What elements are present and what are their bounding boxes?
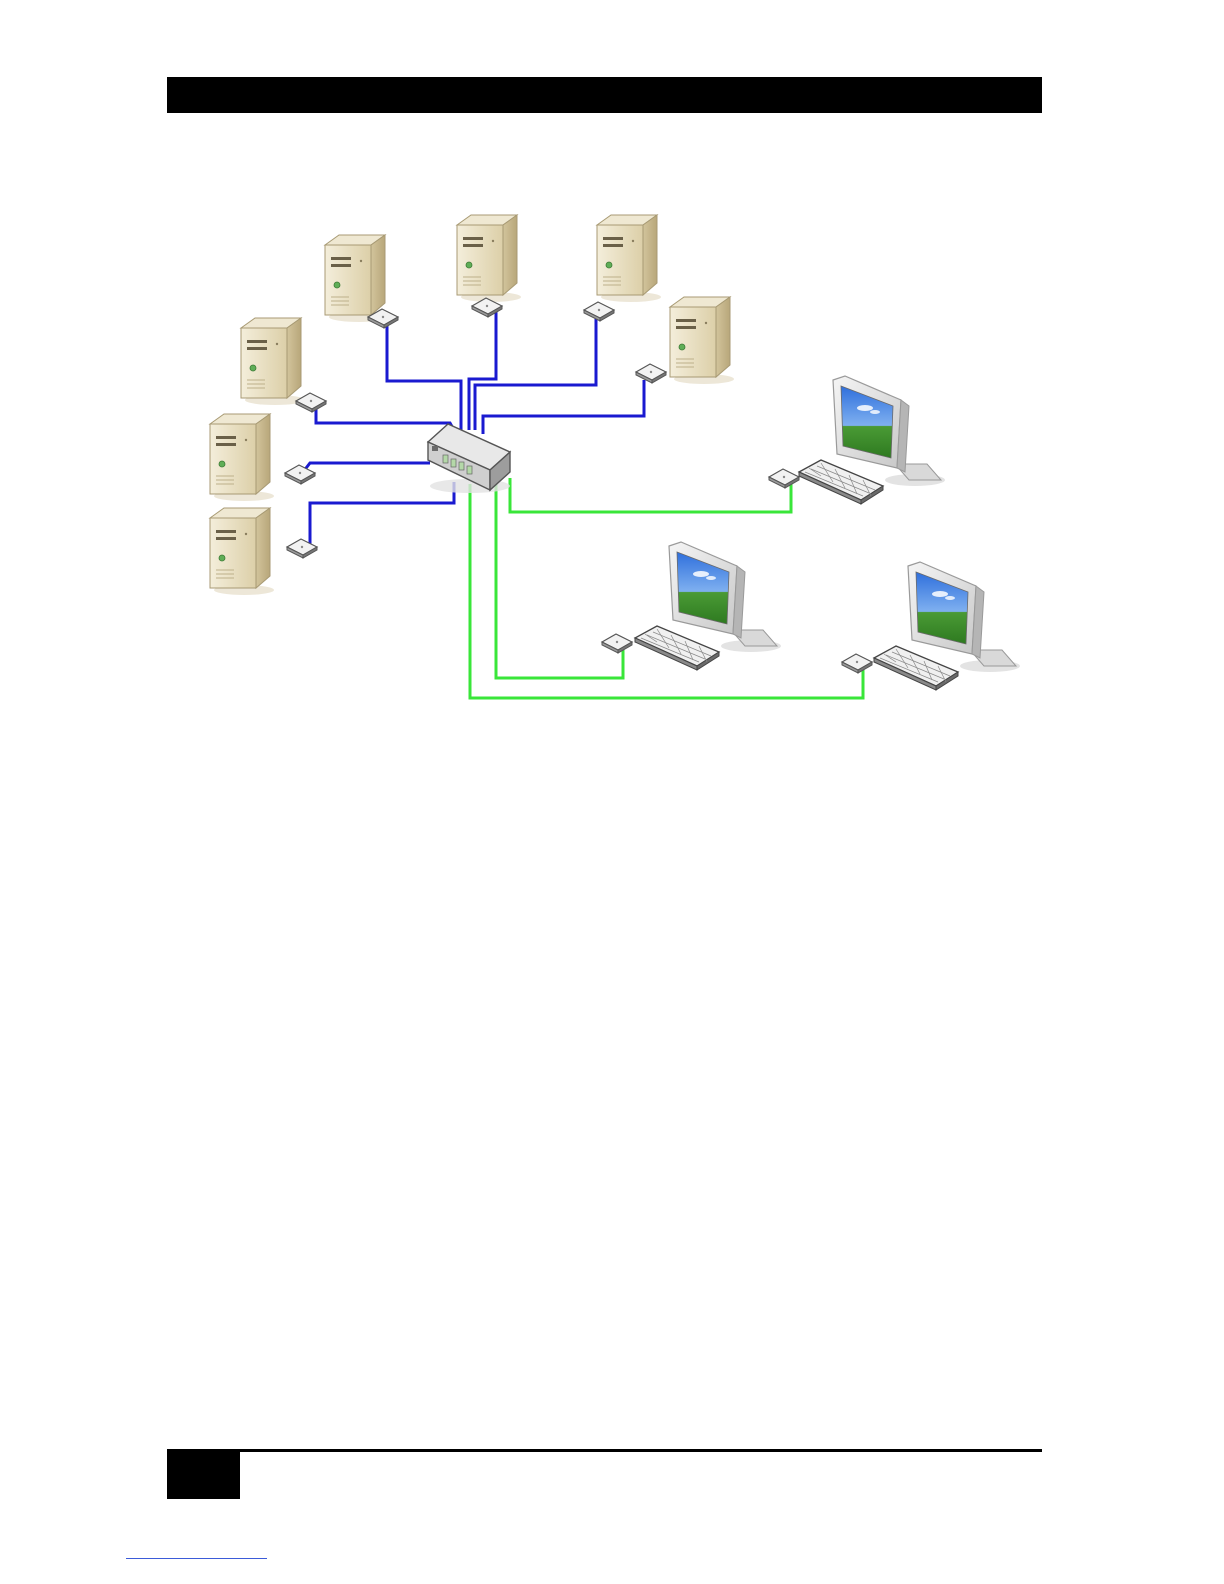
cable-server-5 bbox=[316, 406, 455, 432]
servers bbox=[210, 215, 734, 595]
tower-server-icon bbox=[210, 508, 274, 595]
monitor-icon bbox=[635, 542, 781, 670]
server-module-icon bbox=[285, 465, 315, 484]
tower-server-icon bbox=[210, 414, 274, 501]
tower-server-icon bbox=[457, 215, 521, 302]
cable-server-1 bbox=[387, 322, 461, 430]
console-module-icon bbox=[769, 469, 799, 488]
footer-page-box bbox=[167, 1452, 240, 1499]
server-module-icon bbox=[296, 393, 326, 412]
bottom-link-underline bbox=[126, 1558, 267, 1559]
cable-server-3 bbox=[475, 314, 596, 430]
cable-console-1 bbox=[510, 478, 791, 512]
console-module-icon bbox=[602, 634, 632, 653]
monitor-icon bbox=[874, 562, 1020, 690]
tower-server-icon bbox=[597, 215, 661, 302]
tower-server-icon bbox=[241, 318, 305, 405]
cable-server-6 bbox=[303, 463, 430, 472]
tower-server-icon bbox=[325, 235, 389, 322]
tower-server-icon bbox=[670, 297, 734, 384]
server-module-icon bbox=[584, 302, 614, 321]
cable-server-7 bbox=[310, 482, 454, 547]
server-module-icon bbox=[636, 364, 666, 383]
console-module-icon bbox=[842, 654, 872, 673]
console-cables bbox=[470, 478, 863, 698]
kvm-network-diagram bbox=[0, 0, 1224, 760]
cable-server-2 bbox=[469, 310, 496, 430]
cable-console-3 bbox=[470, 484, 863, 698]
cable-server-4 bbox=[483, 380, 644, 434]
footer-rule bbox=[167, 1449, 1042, 1452]
server-module-icon bbox=[287, 539, 317, 558]
consoles bbox=[635, 376, 1020, 690]
kvm-switch-icon bbox=[428, 424, 510, 493]
monitor-icon bbox=[799, 376, 945, 504]
